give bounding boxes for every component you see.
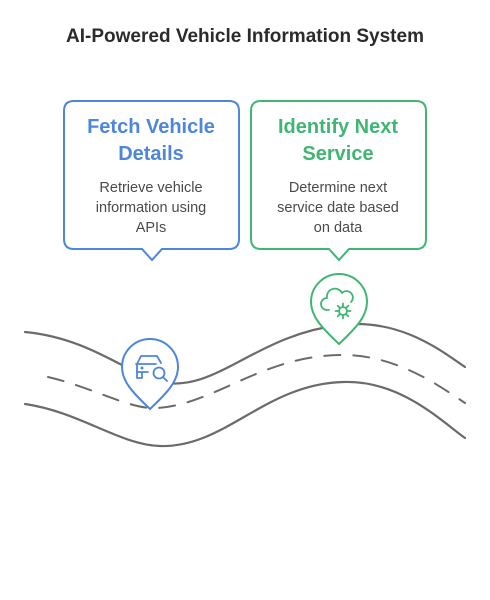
- fetch-vehicle-desc-line2: information using: [95, 200, 207, 216]
- fetch-vehicle-desc-line3: APIs: [135, 220, 167, 236]
- road-center-line: [47, 353, 466, 410]
- identify-service-desc-line2: service date based: [277, 200, 399, 216]
- fetch-vehicle-details-title: Fetch Vehicle Details: [64, 114, 238, 168]
- identify-service-desc-line1: Determine next: [288, 180, 388, 196]
- identify-next-service-title: Identify Next Service: [251, 114, 425, 168]
- road-upper-edge: [23, 322, 467, 385]
- fetch-vehicle-details-description: Retrieve vehicle information using APIs: [64, 178, 238, 238]
- identify-service-callout-box: [250, 100, 427, 262]
- identify-next-service-description: Determine next service date based on dat…: [251, 178, 425, 238]
- identify-next-service-step: Identify Next Service Determine next ser…: [251, 100, 425, 250]
- car-search-icon: [135, 355, 168, 382]
- fetch-vehicle-callout-box: [63, 100, 240, 262]
- identify-service-title-line2: Service: [302, 143, 374, 165]
- identify-service-title-line1: Identify Next: [277, 116, 399, 138]
- fetch-vehicle-pin-shape: [120, 338, 180, 411]
- cloud-gear-icon: [320, 287, 354, 320]
- identify-service-pin: [309, 273, 369, 346]
- fetch-vehicle-details-step: Fetch Vehicle Details Retrieve vehicle i…: [64, 100, 238, 250]
- fetch-vehicle-title-line1: Fetch Vehicle: [87, 116, 215, 138]
- diagram-title: AI-Powered Vehicle Information System: [66, 26, 424, 47]
- road: [23, 322, 467, 448]
- road-lower-edge: [23, 380, 467, 448]
- fetch-vehicle-title-line2: Details: [118, 143, 184, 165]
- fetch-vehicle-desc-line1: Retrieve vehicle: [99, 180, 203, 196]
- identify-service-desc-line3: on data: [313, 220, 363, 236]
- fetch-vehicle-pin: [120, 338, 180, 411]
